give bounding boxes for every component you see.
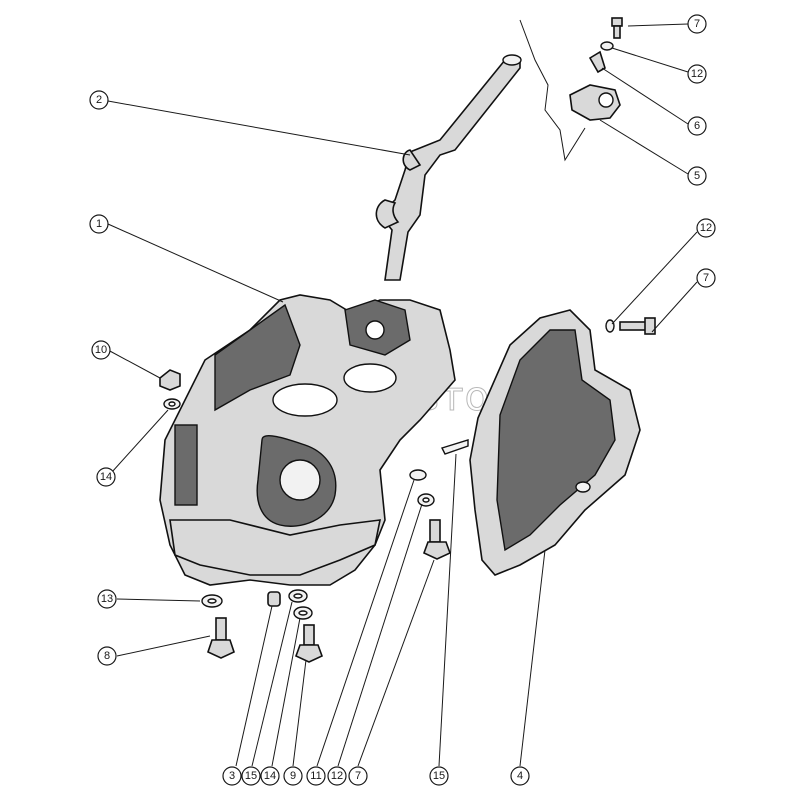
callout-label: 14 bbox=[264, 770, 276, 782]
part-washer-14-left bbox=[163, 398, 181, 410]
part-bolt-7-top bbox=[611, 17, 623, 39]
callout-14-bottom: 14 bbox=[260, 766, 280, 786]
part-bolt-8 bbox=[207, 617, 235, 659]
callout-6: 6 bbox=[687, 116, 707, 136]
callout-label: 1 bbox=[96, 218, 102, 230]
callout-label: 7 bbox=[694, 18, 700, 30]
part-bolt-9 bbox=[294, 624, 324, 663]
part-nut-10 bbox=[159, 369, 181, 391]
callout-11-bottom: 11 bbox=[306, 766, 326, 786]
part-bushing-3 bbox=[267, 591, 281, 607]
callout-label: 12 bbox=[700, 222, 712, 234]
part-washer-12-top bbox=[600, 41, 614, 51]
callout-12-top-right: 12 bbox=[687, 64, 707, 84]
part-housing bbox=[159, 294, 456, 586]
callout-7-bottom: 7 bbox=[348, 766, 368, 786]
callout-label: 15 bbox=[245, 770, 257, 782]
part-washer-15 bbox=[288, 589, 308, 603]
callout-label: 13 bbox=[101, 593, 113, 605]
callout-2: 2 bbox=[89, 90, 109, 110]
callout-label: 2 bbox=[96, 94, 102, 106]
callout-label: 8 bbox=[104, 650, 110, 662]
callout-label: 6 bbox=[694, 120, 700, 132]
callout-12-right: 12 bbox=[696, 218, 716, 238]
callout-14-left: 14 bbox=[96, 467, 116, 487]
part-cotter-pin bbox=[441, 439, 469, 455]
callout-label: 11 bbox=[310, 770, 321, 782]
zigzag-line bbox=[519, 19, 586, 162]
callout-label: 7 bbox=[355, 770, 361, 782]
part-washer-13 bbox=[201, 594, 223, 608]
callout-label: 14 bbox=[100, 471, 112, 483]
callout-12-bottom: 12 bbox=[327, 766, 347, 786]
callout-15-bottom-right: 15 bbox=[429, 766, 449, 786]
part-shift-fork bbox=[375, 54, 522, 281]
callout-7-top-right: 7 bbox=[687, 14, 707, 34]
callout-5: 5 bbox=[687, 166, 707, 186]
callout-label: 12 bbox=[691, 68, 703, 80]
callout-7-right: 7 bbox=[696, 268, 716, 288]
part-washer-14-lower bbox=[293, 606, 313, 620]
callout-3-bottom: 3 bbox=[222, 766, 242, 786]
part-cover bbox=[469, 309, 641, 576]
part-fitting-6 bbox=[588, 50, 606, 74]
callout-label: 12 bbox=[331, 770, 343, 782]
callout-8: 8 bbox=[97, 646, 117, 666]
part-bolt-7-right bbox=[619, 317, 656, 335]
callout-4-bottom: 4 bbox=[510, 766, 530, 786]
part-washer-11 bbox=[409, 469, 427, 481]
callout-15-bottom-left: 15 bbox=[241, 766, 261, 786]
leader-lines bbox=[107, 23, 698, 767]
part-washer-12-mid bbox=[417, 493, 435, 507]
callout-label: 9 bbox=[290, 770, 296, 782]
callout-13: 13 bbox=[97, 589, 117, 609]
callout-label: 5 bbox=[694, 170, 700, 182]
callout-label: 7 bbox=[703, 272, 709, 284]
callout-9-bottom: 9 bbox=[283, 766, 303, 786]
callout-label: 10 bbox=[95, 344, 107, 356]
part-bolt-7-mid bbox=[422, 519, 452, 560]
callout-10: 10 bbox=[91, 340, 111, 360]
part-bracket-5 bbox=[569, 84, 621, 121]
callout-label: 3 bbox=[229, 770, 235, 782]
callout-1: 1 bbox=[89, 214, 109, 234]
callout-label: 4 bbox=[517, 770, 523, 782]
callout-label: 15 bbox=[433, 770, 445, 782]
part-washer-12-right bbox=[605, 319, 615, 333]
